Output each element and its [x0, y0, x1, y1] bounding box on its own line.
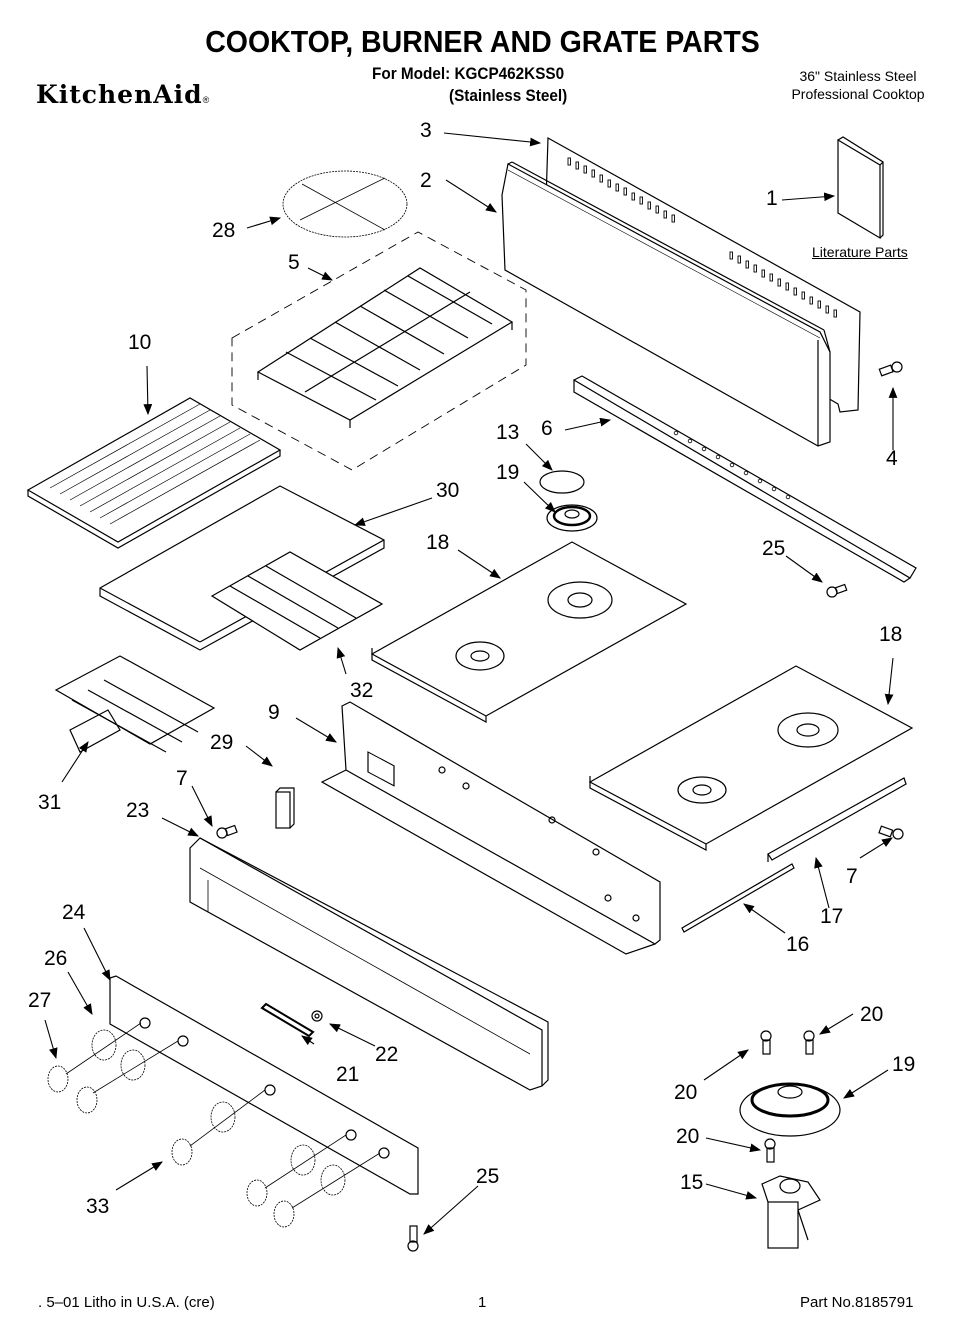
- part-screw-25a: [826, 583, 848, 598]
- product-description-line2: Professional Cooktop: [791, 86, 925, 102]
- callout-29: 29: [210, 731, 234, 754]
- callout-20: 20: [674, 1081, 698, 1104]
- part-screw-25b: [407, 1225, 419, 1252]
- part-knobs-bezels: [47, 1029, 346, 1228]
- part-nut-22: [311, 1010, 323, 1022]
- callout-25: 25: [476, 1165, 500, 1188]
- part-screw-7a: [216, 824, 238, 839]
- callout-32: 32: [350, 679, 374, 702]
- callout-21: 21: [336, 1063, 360, 1086]
- callout-23: 23: [126, 799, 150, 822]
- callout-20: 20: [676, 1125, 700, 1148]
- part-manifold-bracket: [320, 701, 661, 955]
- part-grate-assembly: [231, 231, 527, 471]
- part-drip-tray: [99, 485, 385, 651]
- product-description-line1: 36" Stainless Steel: [799, 68, 917, 84]
- knob-alignment-lines: [65, 1022, 381, 1209]
- callout-19: 19: [892, 1053, 916, 1076]
- callout-5: 5: [288, 251, 300, 274]
- callout-26: 26: [44, 947, 68, 970]
- callout-1: 1: [766, 187, 778, 210]
- part-side-rail-17: [767, 777, 907, 862]
- callout-13: 13: [496, 421, 520, 444]
- part-screw-20c: [764, 1138, 776, 1163]
- callout-6: 6: [541, 417, 553, 440]
- page-number: 1: [478, 1294, 487, 1311]
- part-spark-module: [275, 787, 295, 829]
- callout-24: 24: [62, 901, 86, 924]
- callout-18: 18: [426, 531, 450, 554]
- callout-15: 15: [680, 1171, 704, 1194]
- part-burner-box-right: [588, 665, 914, 852]
- callout-33: 33: [86, 1195, 110, 1218]
- callout-20: 20: [860, 1003, 884, 1026]
- model-finish: (Stainless Steel): [449, 86, 568, 105]
- part-grate-pad: [282, 170, 408, 238]
- part-literature-booklet: [837, 136, 884, 240]
- part-griddle-grate: [26, 397, 282, 549]
- model-number: For Model: KGCP462KSS0: [372, 64, 565, 83]
- print-info: . 5–01 Litho in U.S.A. (cre): [38, 1294, 215, 1311]
- callout-4: 4: [886, 447, 898, 470]
- callout-22: 22: [375, 1043, 399, 1066]
- brand-logo: KitchenAid®: [36, 80, 210, 109]
- part-screw-20b: [803, 1030, 815, 1055]
- part-nameplate: [260, 1002, 315, 1038]
- part-burner-base: [761, 1175, 821, 1249]
- callout-10: 10: [128, 331, 152, 354]
- part-control-panel-frame: [189, 837, 549, 1091]
- callout-25: 25: [762, 537, 786, 560]
- leader-arrows: [44, 132, 898, 1235]
- part-screw-7b: [878, 825, 904, 840]
- part-baffle-31: [54, 655, 216, 753]
- part-burner-head-upper: [546, 504, 598, 532]
- callout-19: 19: [496, 461, 520, 484]
- callout-3: 3: [420, 119, 432, 142]
- callout-18: 18: [879, 623, 903, 646]
- callout-28: 28: [212, 219, 236, 242]
- callout-2: 2: [420, 169, 432, 192]
- part-burner-baffle: [210, 551, 384, 651]
- callout-9: 9: [268, 701, 280, 724]
- callout-30: 30: [436, 479, 460, 502]
- part-backguard: [501, 161, 831, 447]
- page-title: COOKTOP, BURNER AND GRATE PARTS: [205, 24, 760, 59]
- part-side-trim-16: [681, 863, 795, 933]
- registered-mark: ®: [202, 95, 211, 105]
- callout-7: 7: [846, 865, 858, 888]
- part-burner-head-detail: [739, 1082, 841, 1137]
- part-number: Part No.8185791: [800, 1294, 914, 1311]
- part-rear-bracket: [572, 375, 917, 583]
- callout-27: 27: [28, 989, 52, 1012]
- part-burner-cap: [539, 470, 585, 494]
- part-screw-4: [878, 361, 903, 377]
- part-screw-20a: [760, 1030, 772, 1055]
- callout-7: 7: [176, 767, 188, 790]
- callout-17: 17: [820, 905, 844, 928]
- callout-16: 16: [786, 933, 810, 956]
- brand-name: KitchenAid: [36, 80, 203, 109]
- literature-parts-label: Literature Parts: [812, 244, 908, 260]
- part-burner-box-left: [370, 541, 688, 724]
- callout-31: 31: [38, 791, 62, 814]
